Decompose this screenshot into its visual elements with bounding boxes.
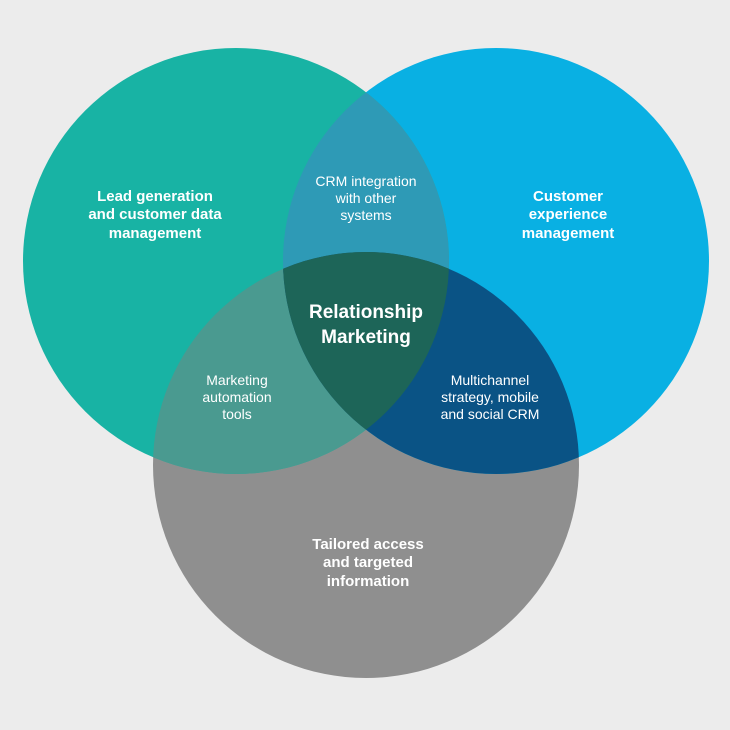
center-overlap-label: Relationship Marketing	[308, 302, 423, 348]
gray-circle-label: Tailored access and targeted information	[312, 536, 424, 590]
teal-blue-overlap-label: CRM integration with other systems	[315, 173, 417, 224]
blue-gray-overlap-label: Multichannel strategy, mobile and social…	[440, 372, 540, 423]
teal-gray-overlap-label: Marketing automation tools	[202, 372, 272, 423]
teal-circle-label: Lead generation and customer data manage…	[88, 188, 222, 242]
blue-circle-label: Customer experience management	[521, 188, 615, 242]
